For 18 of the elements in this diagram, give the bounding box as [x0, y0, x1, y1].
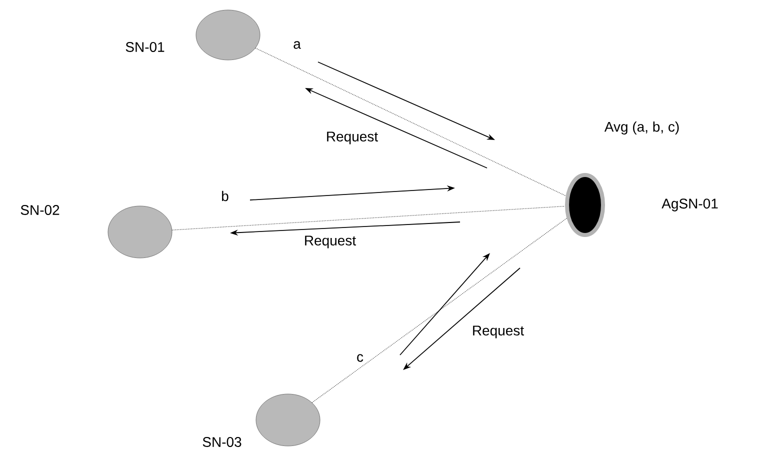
label: Request: [470, 324, 526, 340]
node-label: SN-03: [202, 437, 242, 447]
aggregator-node: [565, 173, 605, 237]
sensor-node: [256, 394, 320, 446]
label: Request: [324, 130, 380, 146]
label: b: [220, 190, 230, 202]
label: AgSN-01: [660, 198, 720, 212]
node-label: SN-02: [20, 205, 60, 215]
label: Request: [302, 234, 358, 250]
link-line: [255, 48, 566, 196]
sensor-node: [108, 206, 172, 258]
label: c: [356, 353, 364, 363]
label: a: [292, 40, 302, 50]
node-label: SN-01: [126, 42, 164, 52]
node-label: Avg (a, b, c): [604, 121, 679, 135]
link-line: [312, 218, 568, 403]
link-line: [172, 206, 566, 230]
sensor-node: [196, 10, 260, 60]
